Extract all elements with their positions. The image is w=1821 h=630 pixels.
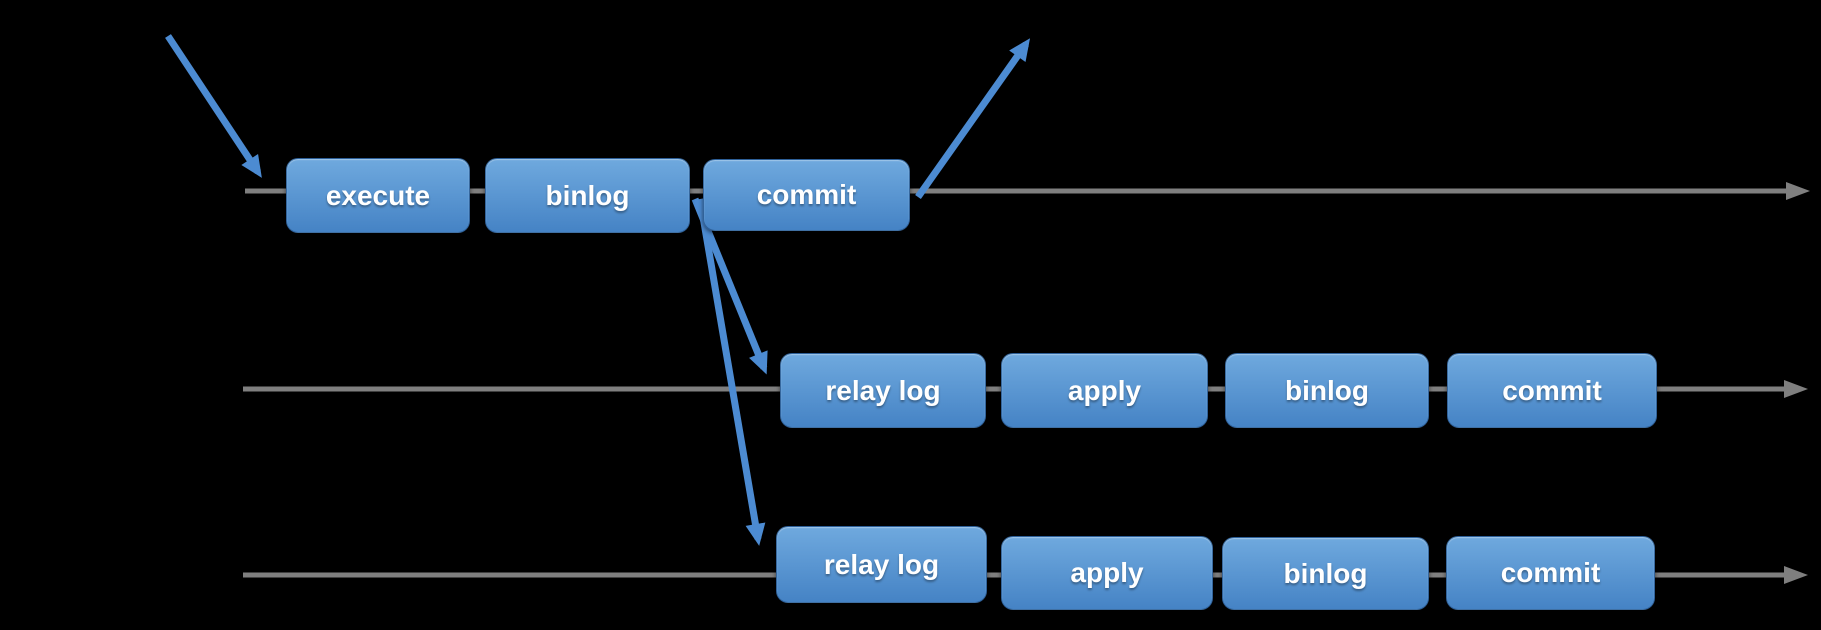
lane3-apply-box: apply xyxy=(1001,536,1213,610)
fanout-arrow-to-lane3 xyxy=(696,198,766,546)
lane1-execute-label: execute xyxy=(325,179,431,211)
lane3-relaylog-box: relay log xyxy=(776,526,987,603)
lane1-commit-box: commit xyxy=(703,159,910,231)
lane3-binlog-label: binlog xyxy=(1283,557,1368,589)
lane3-commit-box: commit xyxy=(1446,536,1655,610)
lane3-binlog-box: binlog xyxy=(1222,537,1429,610)
outgoing-arrow xyxy=(915,38,1031,200)
lane2-relaylog-box: relay log xyxy=(780,353,986,428)
lane2-binlog-box: binlog xyxy=(1225,353,1429,428)
incoming-arrow xyxy=(165,34,262,178)
lane2-commit-label: commit xyxy=(1502,374,1602,406)
lane2-binlog-label: binlog xyxy=(1285,374,1369,406)
lane1-execute-box: execute xyxy=(286,158,470,233)
lane3-relaylog-label: relay log xyxy=(823,548,940,580)
lane1-commit-label: commit xyxy=(756,179,857,210)
lane3-apply-label: apply xyxy=(1070,557,1144,588)
lane1-binlog-box: binlog xyxy=(485,158,690,233)
lane2-apply-box: apply xyxy=(1001,353,1208,428)
lane2-relaylog-label: relay log xyxy=(825,374,941,406)
lane2-commit-box: commit xyxy=(1447,353,1657,428)
lane2-apply-label: apply xyxy=(1067,374,1142,406)
lane3-commit-label: commit xyxy=(1500,557,1601,588)
lane1-binlog-label: binlog xyxy=(545,179,630,211)
